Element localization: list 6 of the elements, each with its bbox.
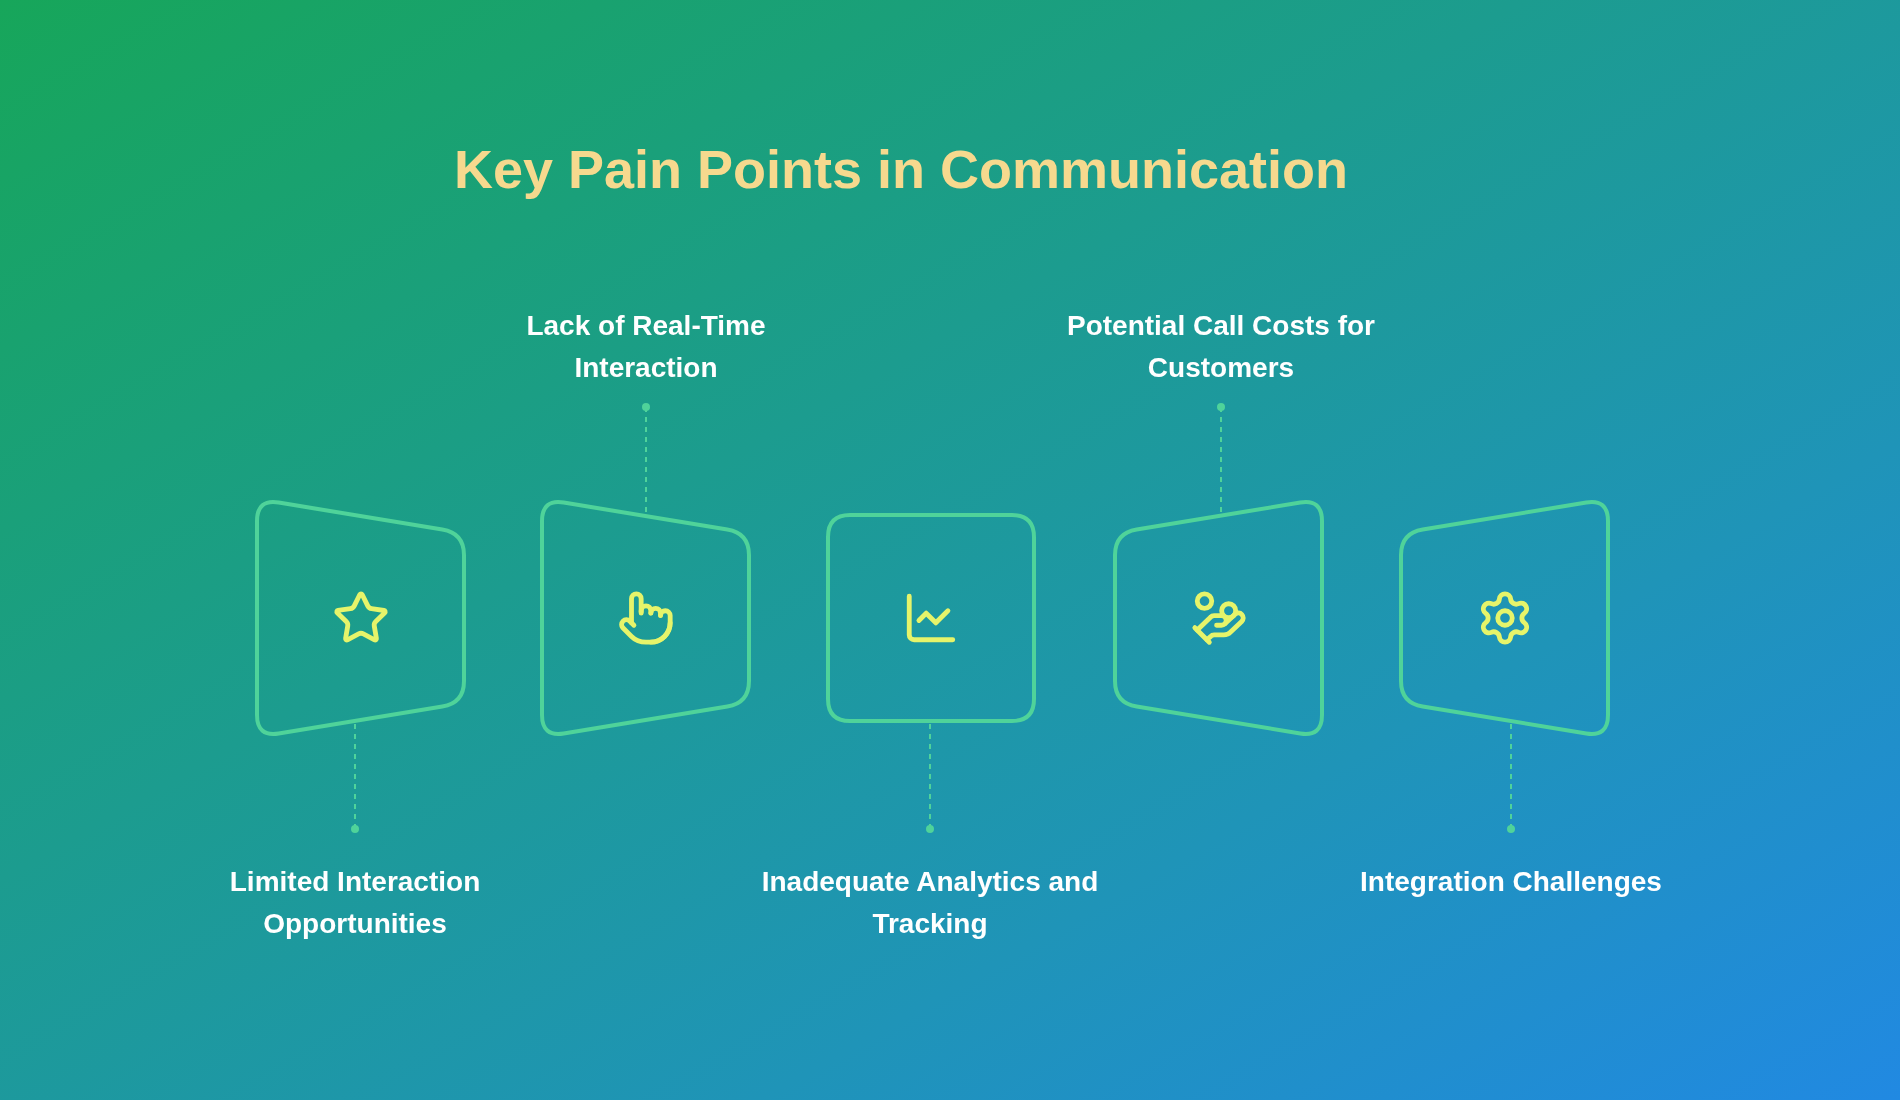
point-label: Lack of Real-Time Interaction — [525, 309, 767, 385]
point-label: Potential Call Costs for Customers — [1065, 309, 1376, 385]
title: Key Pain Points in Communication — [452, 138, 1350, 200]
point-label: Inadequate Analytics and Tracking — [760, 865, 1100, 941]
point-label: Limited Interaction Opportunities — [228, 865, 482, 941]
point-label: Integration Challenges — [1360, 865, 1662, 899]
